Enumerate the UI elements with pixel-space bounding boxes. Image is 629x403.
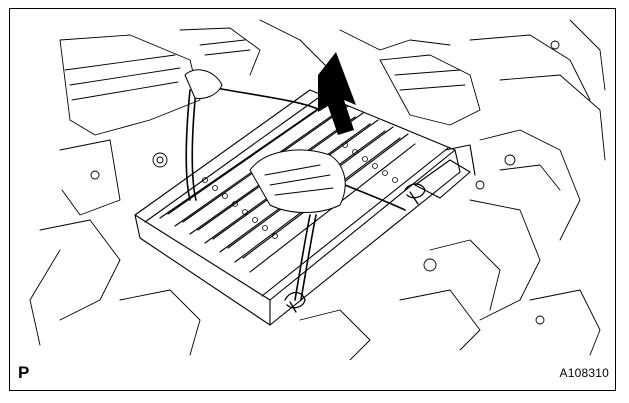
hand-icon [184, 69, 346, 213]
hook-clip [284, 183, 426, 313]
figure-id: A108310 [559, 366, 609, 380]
up-arrow-icon [318, 52, 356, 135]
vehicle-body-background [29, 19, 606, 360]
view-letter: P [18, 363, 30, 382]
